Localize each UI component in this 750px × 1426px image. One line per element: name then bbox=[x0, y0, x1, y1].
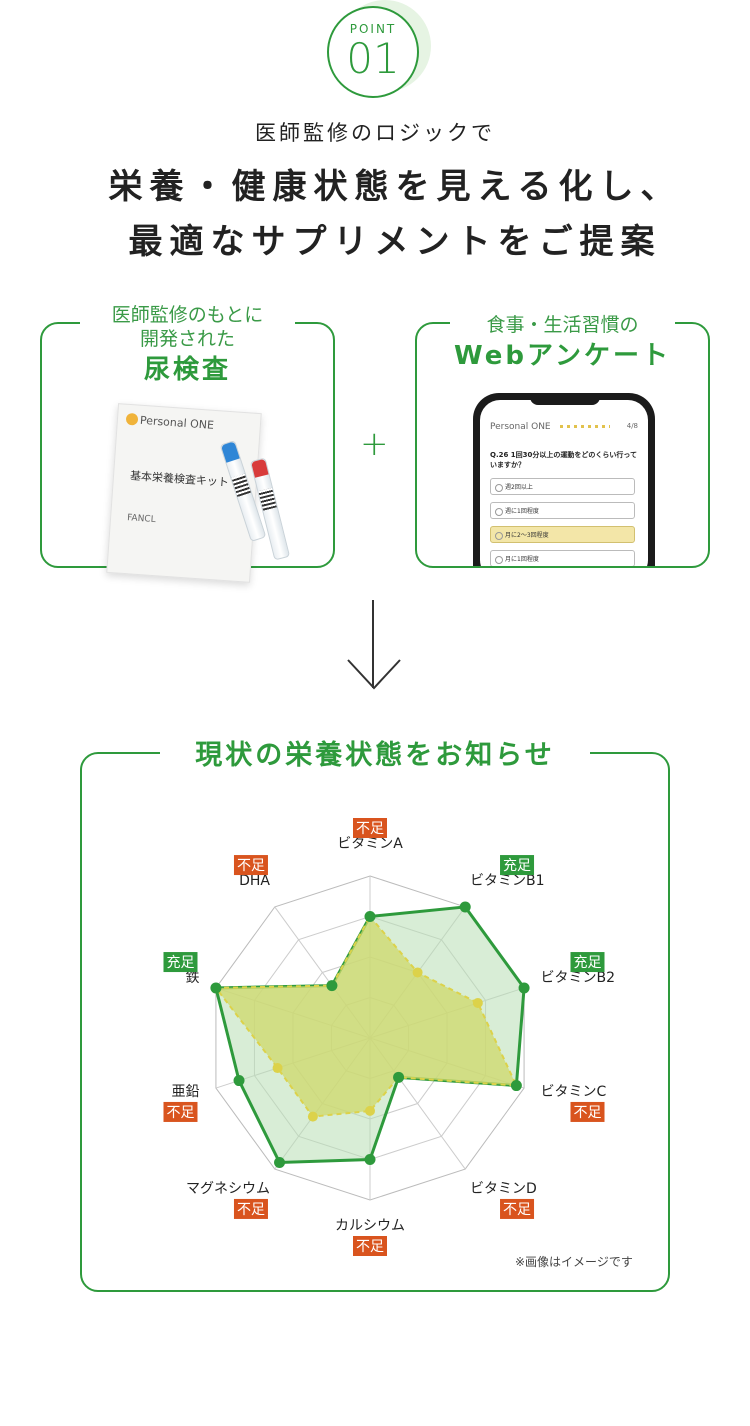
point-label: POINT bbox=[349, 22, 397, 36]
radar-axis-label: カルシウム bbox=[335, 1218, 405, 1234]
radar-axis-label: ビタミンA bbox=[337, 836, 403, 852]
progress-dots bbox=[560, 425, 610, 428]
phone-question: Q.26 1回30分以上の運動をどのくらい行っていますか？ bbox=[490, 451, 638, 469]
headline-line1: 栄養・健康状態を見える化し、 bbox=[108, 167, 682, 207]
radar-axis-label: 鉄 bbox=[185, 970, 199, 986]
status-tag-bg bbox=[500, 1198, 535, 1219]
radar-point-current bbox=[326, 980, 338, 992]
radar-point-reference bbox=[365, 1105, 375, 1116]
plus-icon: + bbox=[360, 424, 389, 464]
image-note: ※画像はイメージです bbox=[515, 1255, 633, 1269]
urine-test-heading: 医師監修のもとに 開発された 尿検査 bbox=[80, 303, 295, 389]
radar-axis-label: 亜鉛 bbox=[171, 1084, 199, 1100]
status-tag-label: 不足 bbox=[356, 1239, 384, 1255]
radar-point-current bbox=[364, 1154, 376, 1165]
point-number: 01 bbox=[346, 34, 400, 83]
phone-brand: Personal ONE bbox=[490, 422, 551, 432]
headline: 栄養・健康状態を見える化し、 最適なサプリメントをご提案 bbox=[0, 160, 750, 270]
radar-axis-label: ビタミンC bbox=[541, 1084, 607, 1100]
web-survey-title: Webアンケート bbox=[454, 341, 671, 371]
status-tag-bg bbox=[163, 952, 198, 973]
status-tag-label: 不足 bbox=[574, 1105, 602, 1121]
radar-series-reference bbox=[213, 914, 518, 1118]
status-tag-bg bbox=[353, 818, 387, 838]
status-tag-label: 不足 bbox=[166, 1105, 194, 1121]
status-tag-label: 不足 bbox=[237, 858, 265, 874]
result-title: 現状の栄養状態をお知らせ bbox=[160, 733, 590, 772]
urine-test-small-2: 開発された bbox=[139, 328, 235, 350]
radar-point-current bbox=[518, 982, 530, 994]
down-arrow-line bbox=[372, 600, 374, 688]
phone-clip: Personal ONE 4/8 Q.26 1回30分以上の運動をどのくらい行っ… bbox=[417, 390, 708, 566]
status-tag-label: 不足 bbox=[356, 821, 384, 837]
radar-point-current bbox=[274, 1157, 286, 1169]
status-tag-bg bbox=[163, 1101, 198, 1122]
radar-axis-label: DHA bbox=[239, 873, 270, 889]
phone-notch bbox=[530, 393, 600, 405]
status-tag-bg bbox=[570, 1101, 605, 1122]
radar-point-current bbox=[364, 911, 376, 922]
survey-option-selected[interactable]: 月に2〜3回程度 bbox=[490, 526, 635, 543]
radar-axis-label: マグネシウム bbox=[186, 1181, 270, 1197]
urine-test-title: 尿検査 bbox=[143, 355, 231, 385]
radar-axis-label: ビタミンD bbox=[470, 1181, 537, 1197]
survey-option[interactable]: 週2回以上 bbox=[490, 478, 635, 495]
status-tag-label: 不足 bbox=[237, 1202, 265, 1218]
status-tag-label: 不足 bbox=[503, 1202, 531, 1218]
radar-point-current bbox=[510, 1080, 522, 1092]
survey-option[interactable]: 月に1回程度 bbox=[490, 550, 635, 566]
kit-brand: Personal ONE bbox=[139, 413, 215, 432]
status-tag-bg bbox=[353, 1236, 387, 1256]
status-tag-label: 充足 bbox=[503, 858, 531, 874]
status-tag-bg bbox=[233, 855, 268, 876]
radar-axis-label: ビタミンB2 bbox=[541, 970, 616, 986]
radar-point-reference bbox=[412, 967, 423, 978]
headline-line2: 最適なサプリメントをご提案 bbox=[128, 222, 662, 262]
phone-screen: Personal ONE 4/8 Q.26 1回30分以上の運動をどのくらい行っ… bbox=[480, 400, 648, 566]
radar-point-reference bbox=[272, 1063, 283, 1074]
status-tag-bg bbox=[233, 1198, 268, 1219]
status-tag-bg bbox=[570, 952, 605, 973]
web-survey-heading: 食事・生活習慣の Webアンケート bbox=[450, 313, 675, 375]
kit-title: 基本栄養検査キット bbox=[129, 469, 230, 490]
radar-point-current bbox=[210, 982, 222, 994]
status-tag-bg bbox=[500, 855, 535, 876]
radar-point-reference bbox=[307, 1111, 318, 1122]
down-arrow-icon bbox=[347, 659, 401, 690]
kit-maker: FANCL bbox=[126, 513, 156, 526]
radar-point-current bbox=[393, 1071, 405, 1083]
phone-progress: 4/8 bbox=[626, 422, 638, 430]
subtitle: 医師監修のロジックで bbox=[255, 121, 495, 145]
brand-logo-icon bbox=[125, 412, 139, 426]
web-survey-small: 食事・生活習慣の bbox=[486, 314, 639, 336]
radar-point-reference bbox=[472, 997, 483, 1008]
point-badge: POINT 01 bbox=[327, 6, 419, 98]
status-tag-label: 充足 bbox=[166, 955, 194, 971]
status-tag-label: 充足 bbox=[574, 955, 602, 971]
urine-test-small-1: 医師監修のもとに bbox=[111, 304, 264, 326]
survey-option[interactable]: 週に1回程度 bbox=[490, 502, 635, 519]
radar-chart: ビタミンA不足ビタミンB1充足ビタミンB2充足ビタミンC不足ビタミンD不足カルシ… bbox=[163, 818, 616, 1256]
radar-point-current bbox=[459, 901, 471, 913]
radar-axis-label: ビタミンB1 bbox=[470, 873, 545, 889]
radar-point-current bbox=[233, 1075, 245, 1087]
